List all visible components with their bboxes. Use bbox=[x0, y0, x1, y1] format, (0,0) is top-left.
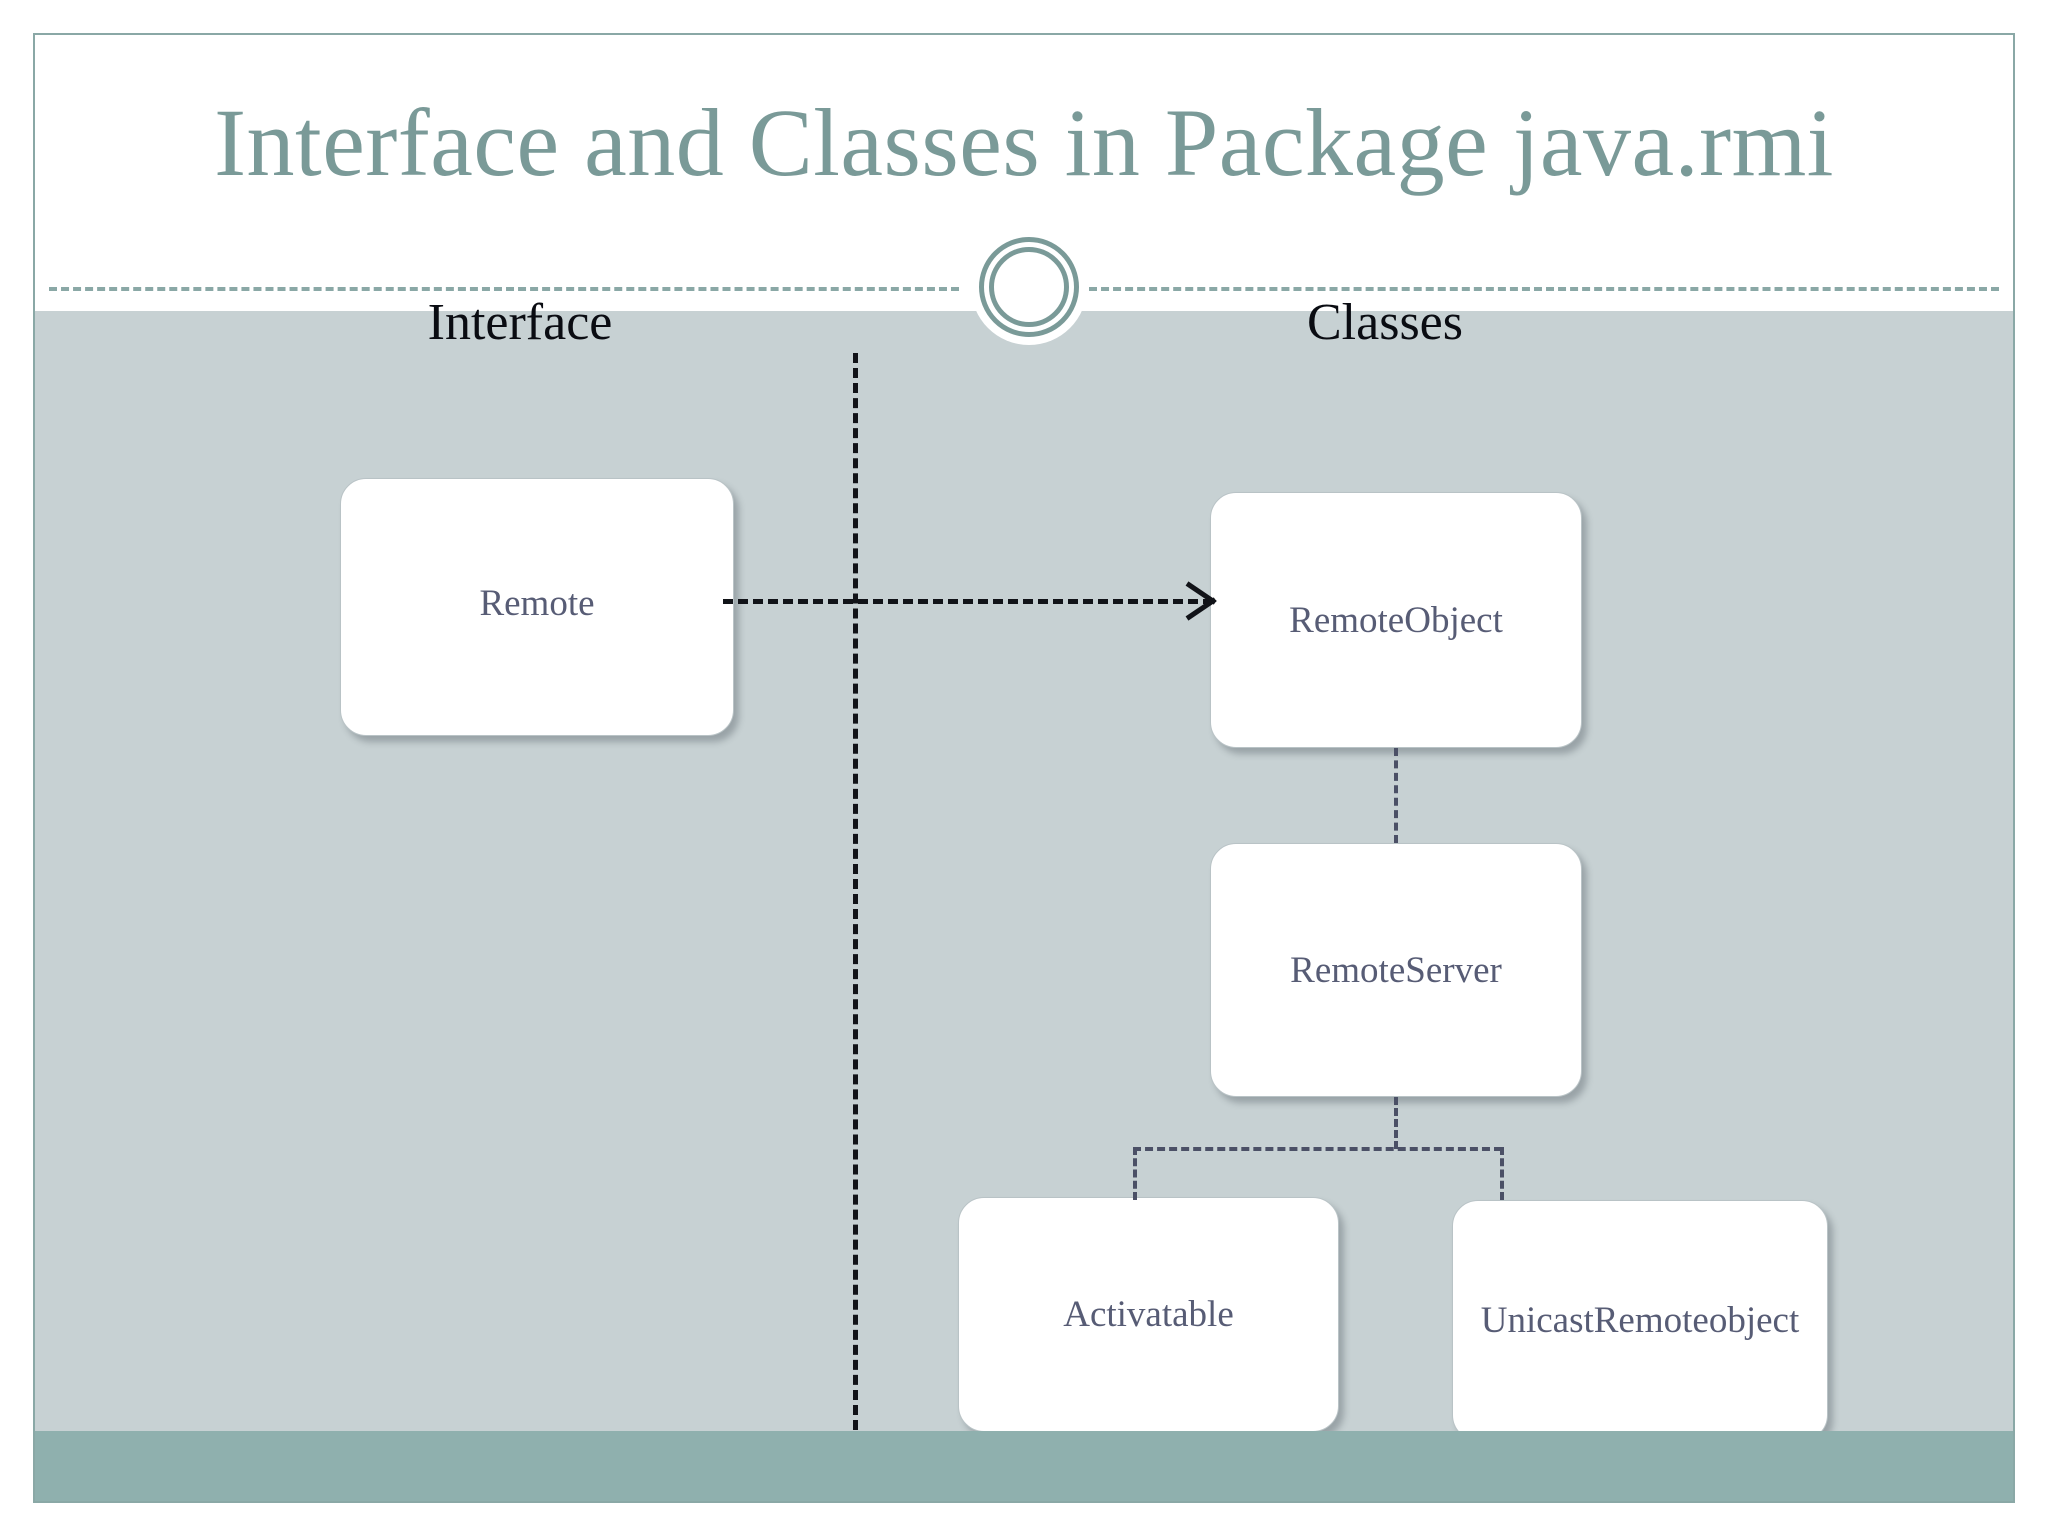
header-divider-left bbox=[49, 287, 959, 291]
edge-remoteserver-to-unicastremoteobject bbox=[1500, 1147, 1504, 1200]
column-caption-classes: Classes bbox=[1307, 294, 1463, 351]
node-unicastremoteobject[interactable]: UnicastRemoteobject bbox=[1452, 1200, 1828, 1441]
edge-remoteserver-to-activatable bbox=[1133, 1147, 1137, 1200]
slide-footer-bar bbox=[35, 1431, 2013, 1501]
header-divider-right bbox=[1089, 287, 1999, 291]
decorative-circle-inner-icon bbox=[989, 247, 1069, 327]
slide-title: Interface and Classes in Package java.rm… bbox=[214, 89, 1834, 196]
node-activatable-label: Activatable bbox=[1063, 1294, 1234, 1335]
edge-remote-to-remoteobject bbox=[723, 599, 1213, 604]
column-divider-line bbox=[853, 353, 858, 1430]
node-remoteobject[interactable]: RemoteObject bbox=[1210, 492, 1582, 748]
node-remoteserver-label: RemoteServer bbox=[1290, 949, 1502, 991]
node-remote[interactable]: Remote bbox=[340, 478, 734, 736]
edge-branch-bar bbox=[1133, 1147, 1502, 1151]
slide-header-band: Interface and Classes in Package java.rm… bbox=[35, 35, 2013, 311]
column-caption-interface: Interface bbox=[427, 294, 613, 351]
decorative-circle-outer-icon bbox=[979, 237, 1079, 337]
node-activatable[interactable]: Activatable bbox=[958, 1197, 1339, 1432]
edge-remoteserver-stem bbox=[1394, 1097, 1398, 1149]
slide-canvas: Interface and Classes in Package java.rm… bbox=[33, 33, 2015, 1503]
node-remoteobject-label: RemoteObject bbox=[1289, 599, 1503, 641]
node-remoteserver[interactable]: RemoteServer bbox=[1210, 843, 1582, 1097]
edge-remoteobject-to-remoteserver bbox=[1394, 748, 1398, 843]
node-remote-label: Remote bbox=[479, 582, 595, 624]
node-unicastremoteobject-label: UnicastRemoteobject bbox=[1480, 1300, 1800, 1341]
